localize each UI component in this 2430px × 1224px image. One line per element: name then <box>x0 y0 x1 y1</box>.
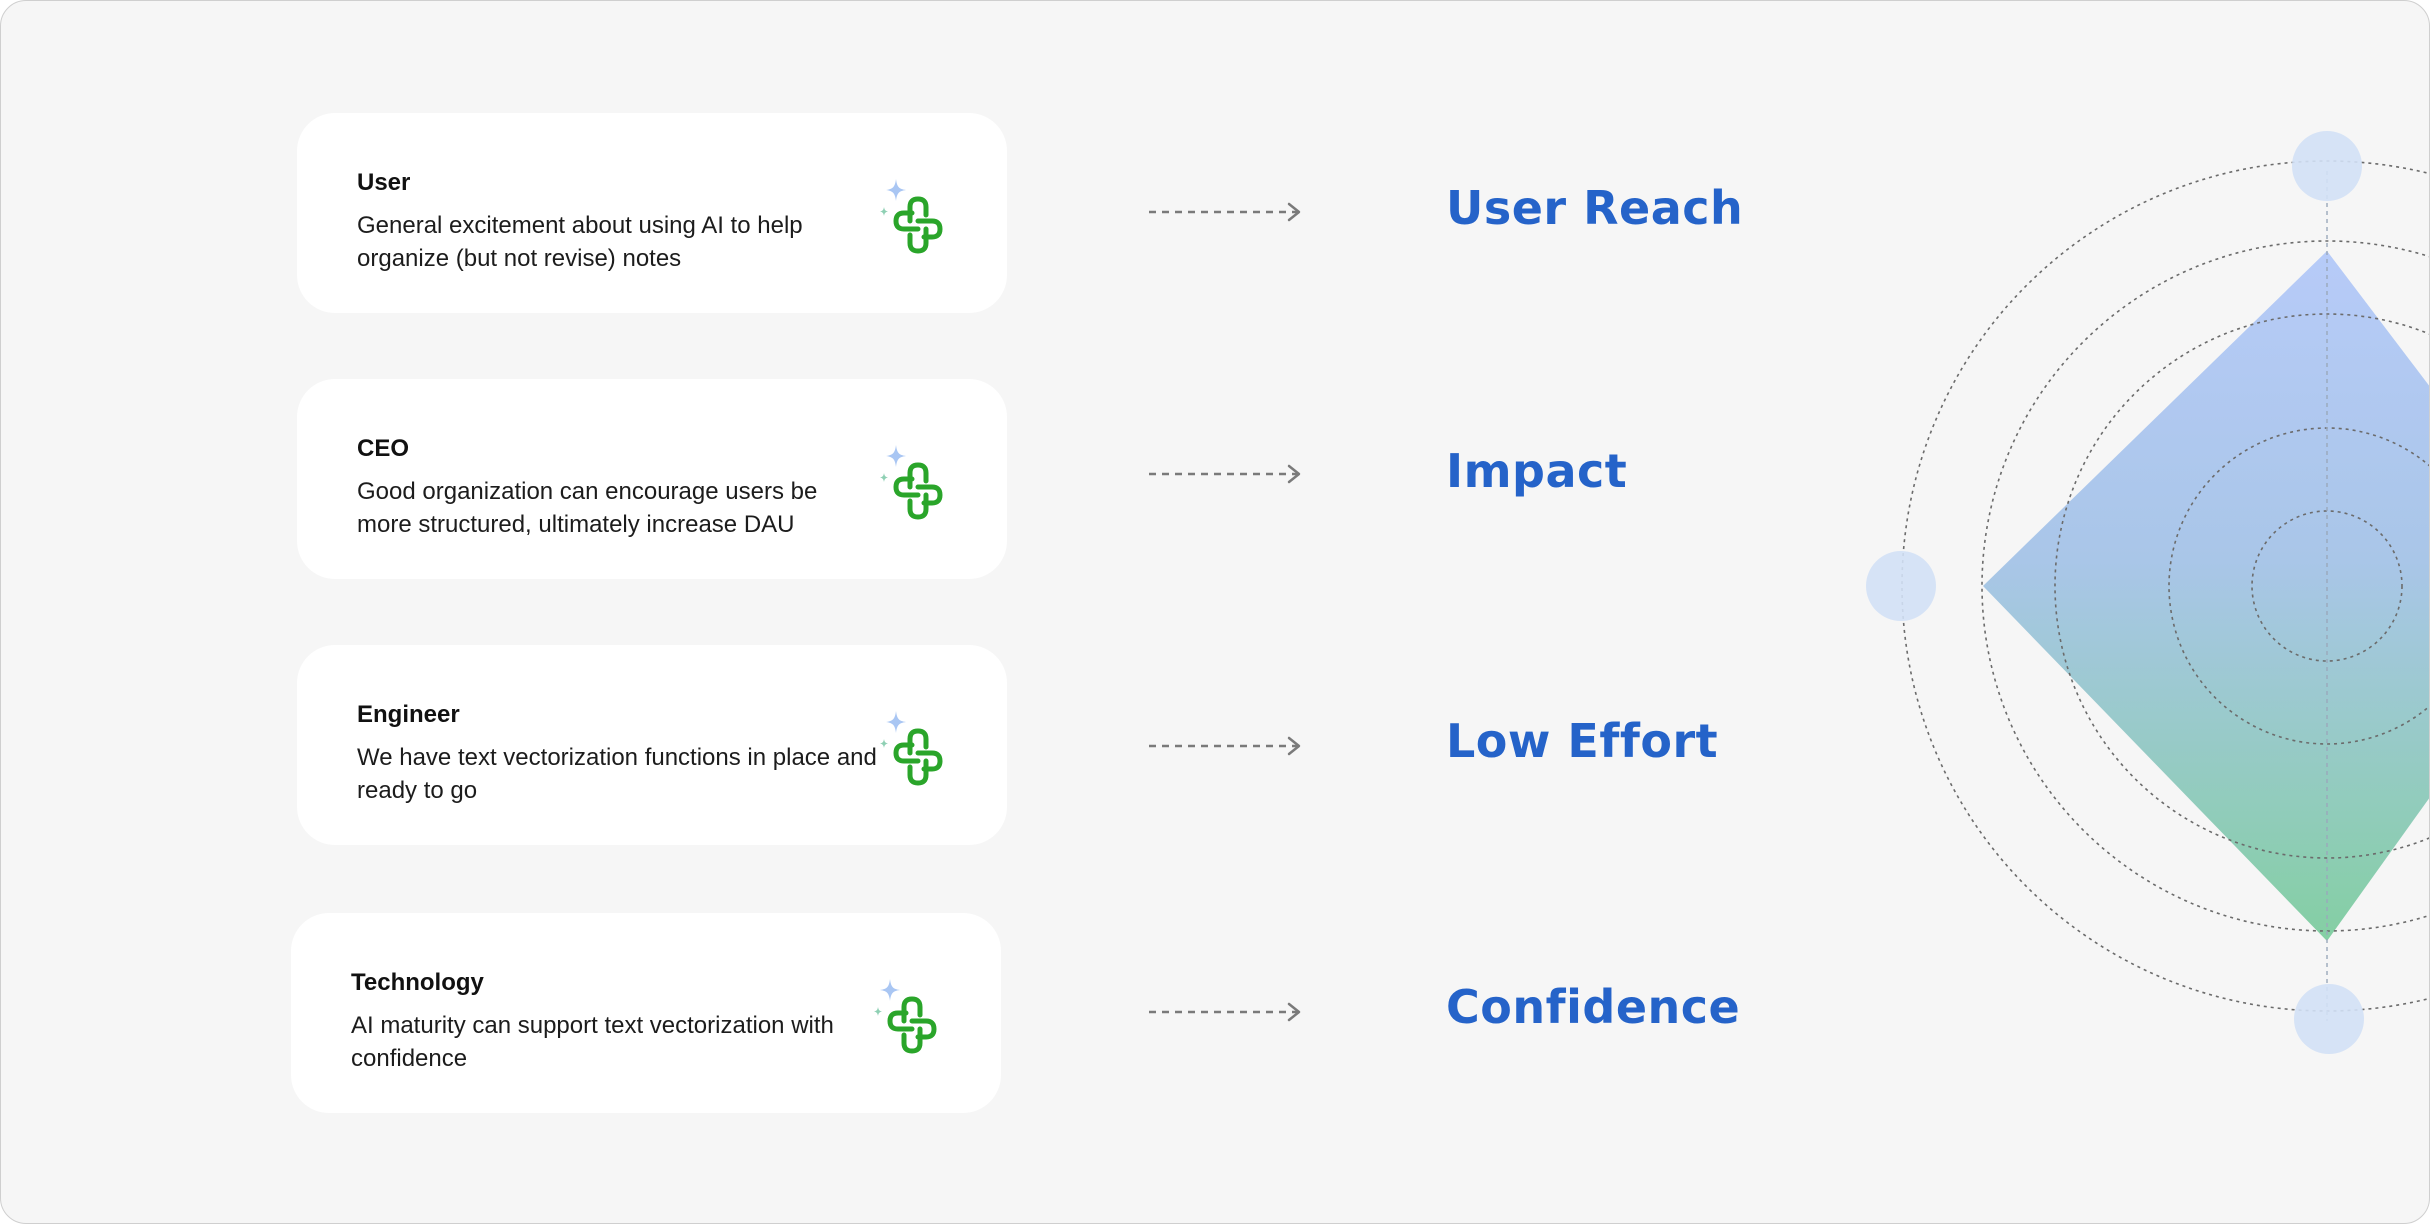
card-ceo: CEO Good organization can encourage user… <box>297 379 1007 579</box>
metric-low-effort: Low Effort <box>1446 714 1719 768</box>
metric-impact: Impact <box>1446 444 1628 498</box>
sparkle-shape <box>886 711 906 733</box>
radar-node-left <box>1866 551 1936 621</box>
sparkle-knot-icon <box>880 711 943 786</box>
knot-shape <box>887 996 937 1054</box>
sparkle-shape <box>874 1007 882 1016</box>
knot-shape <box>893 196 943 254</box>
radar-ring <box>2054 313 2429 859</box>
card-role: User <box>357 169 411 196</box>
radar-node-bottom <box>2294 984 2364 1054</box>
sparkle-shape <box>880 473 888 482</box>
card-role: CEO <box>357 435 410 462</box>
sparkle-shape <box>880 207 888 216</box>
sparkle-knot-icon <box>880 445 943 520</box>
dashed-arrow-icon <box>1149 202 1301 222</box>
sparkle-shape <box>880 739 888 748</box>
dashed-arrow-icon <box>1149 1002 1301 1022</box>
card-technology: Technology AI maturity can support text … <box>291 913 1001 1113</box>
dashed-arrow-icon <box>1149 736 1301 756</box>
sparkle-knot-icon <box>874 979 937 1054</box>
knot-shape <box>893 728 943 786</box>
sparkle-shape <box>880 979 900 1001</box>
card-role: Engineer <box>357 701 460 728</box>
card-description: We have text vectorization functions in … <box>357 744 877 804</box>
sparkle-knot-icon <box>880 179 943 254</box>
radar-ring <box>2251 510 2403 662</box>
knot-shape <box>893 462 943 520</box>
sparkle-shape <box>886 445 906 467</box>
metric-user-reach: User Reach <box>1446 181 1744 235</box>
card-description: AI maturity can support text vectorizati… <box>351 1012 834 1072</box>
metric-confidence: Confidence <box>1446 980 1741 1034</box>
dashed-arrow-icon <box>1149 464 1301 484</box>
radar-graphic <box>1866 131 2429 1054</box>
radar-diamond <box>1983 251 2429 941</box>
card-description: General excitement about using AI to hel… <box>357 212 803 272</box>
card-role: Technology <box>351 969 484 996</box>
card-engineer: Engineer We have text vectorization func… <box>297 645 1007 845</box>
card-user: User General excitement about using AI t… <box>297 113 1007 313</box>
radar-node-top <box>2292 131 2362 201</box>
card-description: Good organization can encourage users be… <box>357 478 818 538</box>
sparkle-shape <box>886 179 906 201</box>
